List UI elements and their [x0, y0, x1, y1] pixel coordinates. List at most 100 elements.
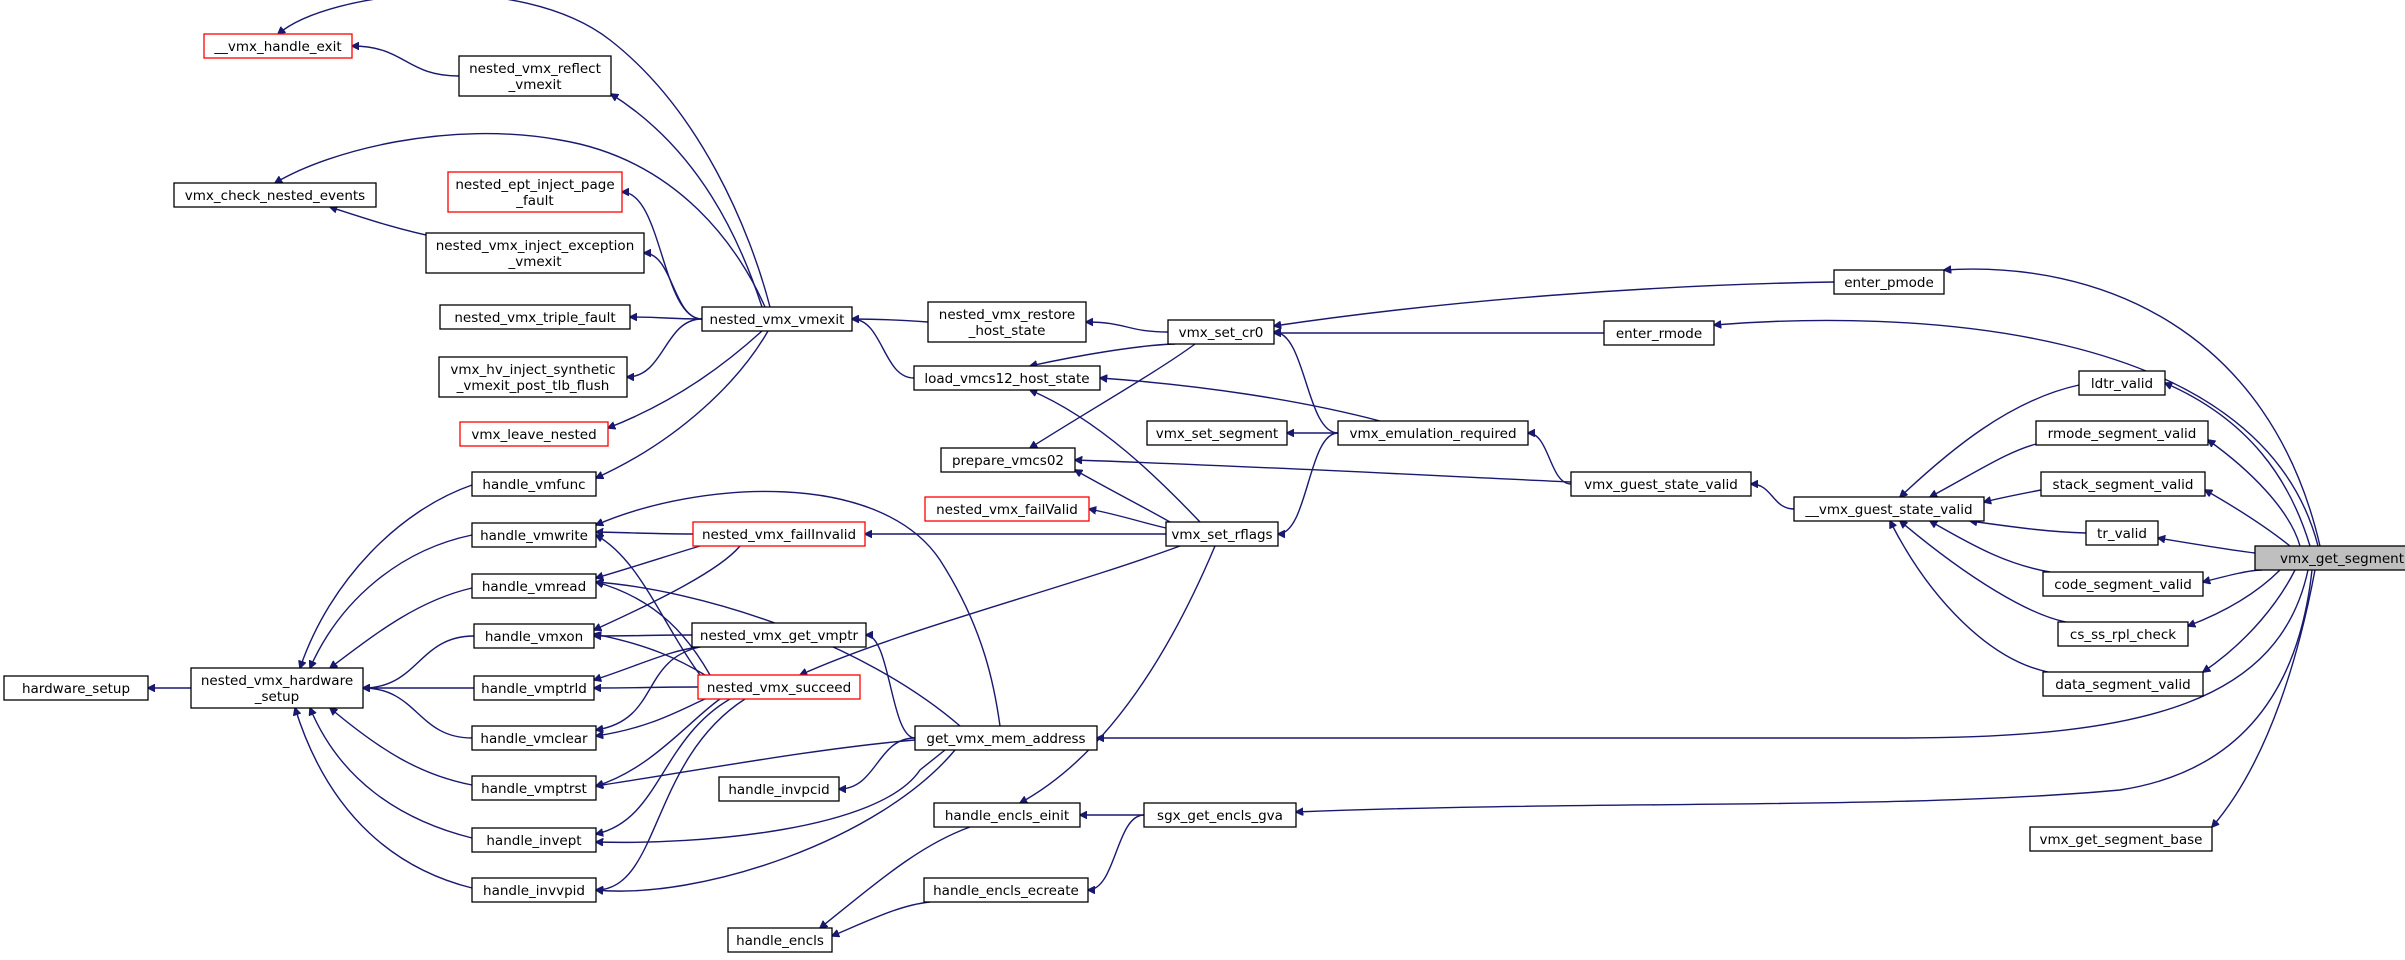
- node-handle-encls[interactable]: handle_encls: [727, 927, 833, 953]
- edge-vmx_check_nested_events-to-nested_vmx_inject_exception_vmexit: [330, 207, 441, 239]
- node-data-segment-valid[interactable]: data_segment_valid: [2042, 671, 2204, 697]
- node-stack-segment-valid[interactable]: stack_segment_valid: [2040, 471, 2206, 497]
- node-handle-vmxon[interactable]: handle_vmxon: [473, 623, 595, 649]
- node-box: [1146, 420, 1288, 446]
- edge-handle_vmwrite-to-nested_vmx_failInvalid: [596, 532, 694, 534]
- node-handle-vmptrld[interactable]: handle_vmptrld: [473, 675, 595, 701]
- node-nested-vmx-failValid[interactable]: nested_vmx_failValid: [924, 496, 1090, 522]
- node-nested-vmx-triple-fault[interactable]: nested_vmx_triple_fault: [439, 304, 631, 330]
- node-label: vmx_set_cr0: [1179, 325, 1264, 341]
- node-handle-vmread[interactable]: handle_vmread: [471, 573, 597, 599]
- node-box: [1603, 320, 1715, 346]
- edge-nested_vmx_succeed-to-vmx_set_rflags: [800, 545, 1181, 675]
- edge-__vmx_guest_state_valid-to-code_segment_valid: [1930, 521, 2051, 573]
- edge-code_segment_valid-to-vmx_get_segment: [2203, 569, 2263, 582]
- node-label: _vmexit: [508, 77, 562, 93]
- edge-handle_encls-to-handle_encls_einit: [820, 826, 971, 928]
- node-label: handle_vmptrld: [481, 681, 587, 697]
- node-nested-vmx-failInvalid[interactable]: nested_vmx_failInvalid: [692, 521, 866, 547]
- edge-nested_vmx_hardware_setup-to-handle_vmfunc: [300, 484, 473, 668]
- node-vmx-emulation-required[interactable]: vmx_emulation_required: [1337, 420, 1529, 446]
- node-label: vmx_hv_inject_synthetic: [450, 362, 615, 378]
- node-label: vmx_get_segment_base: [2040, 832, 2203, 848]
- node-vmx-set-cr0[interactable]: vmx_set_cr0: [1167, 319, 1275, 345]
- node-vmx-guest-state-valid[interactable]: vmx_guest_state_valid: [1570, 471, 1752, 497]
- node-box: [692, 521, 866, 547]
- node-handle-invpcid[interactable]: handle_invpcid: [718, 776, 840, 802]
- node-sgx-get-encls-gva[interactable]: sgx_get_encls_gva: [1143, 802, 1297, 828]
- node-vmx-guest-state-valid[interactable]: __vmx_guest_state_valid: [1793, 496, 1985, 522]
- node-box: [1833, 269, 1945, 295]
- node-rmode-segment-valid[interactable]: rmode_segment_valid: [2035, 420, 2209, 446]
- node-enter-pmode[interactable]: enter_pmode: [1833, 269, 1945, 295]
- node-label: nested_vmx_failValid: [936, 502, 1078, 518]
- edge-vmx_guest_state_valid-to-__vmx_guest_state_valid: [1751, 484, 1795, 510]
- node-nested-vmx-reflect-vmexit[interactable]: nested_vmx_reflect_vmexit: [458, 55, 612, 97]
- node-handle-vmptrst[interactable]: handle_vmptrst: [471, 775, 597, 801]
- edge-nested_vmx_restore_host_state-to-vmx_set_cr0: [1086, 322, 1169, 333]
- node-handle-invvpid[interactable]: handle_invvpid: [471, 877, 597, 903]
- node-load-vmcs12-host-state[interactable]: load_vmcs12_host_state: [913, 365, 1101, 391]
- edge-handle_vmwrite-to-get_vmx_mem_address: [596, 490, 1001, 727]
- node-code-segment-valid[interactable]: code_segment_valid: [2042, 571, 2204, 597]
- node-vmx-hv-inject-synthetic-vmexit-post-tlb-flush[interactable]: vmx_hv_inject_synthetic_vmexit_post_tlb_…: [438, 356, 628, 398]
- node-handle-encls-ecreate[interactable]: handle_encls_ecreate: [923, 877, 1089, 903]
- edge-enter_pmode-to-vmx_get_segment: [1944, 269, 2321, 547]
- node-handle-invept[interactable]: handle_invept: [471, 827, 597, 853]
- node-nested-ept-inject-page-fault[interactable]: nested_ept_inject_page_fault: [447, 171, 623, 213]
- node-label: data_segment_valid: [2055, 677, 2190, 693]
- edge-sgx_get_encls_gva-to-vmx_get_segment: [1296, 569, 2313, 812]
- node-vmx-get-segment[interactable]: vmx_get_segment: [2254, 545, 2405, 571]
- node-box: [2040, 471, 2206, 497]
- node-label: _setup: [254, 689, 300, 705]
- node-get-vmx-mem-address[interactable]: get_vmx_mem_address: [914, 725, 1098, 751]
- node-box: [2085, 520, 2159, 546]
- node-enter-rmode[interactable]: enter_rmode: [1603, 320, 1715, 346]
- edge-data_segment_valid-to-vmx_get_segment: [2203, 569, 2296, 672]
- node-label: nested_ept_inject_page: [455, 177, 614, 193]
- node-box: [471, 522, 597, 548]
- edge-handle_invept-to-nested_vmx_succeed: [596, 698, 731, 834]
- node-handle-vmclear[interactable]: handle_vmclear: [471, 725, 597, 751]
- node-vmx-get-segment-base[interactable]: vmx_get_segment_base: [2029, 826, 2213, 852]
- node-prepare-vmcs02[interactable]: prepare_vmcs02: [940, 447, 1076, 473]
- node-label: sgx_get_encls_gva: [1157, 808, 1283, 824]
- node-tr-valid[interactable]: tr_valid: [2085, 520, 2159, 546]
- node-handle-vmwrite[interactable]: handle_vmwrite: [471, 522, 597, 548]
- node-box: [1167, 319, 1275, 345]
- edge-ldtr_valid-to-vmx_get_segment: [2165, 383, 2311, 547]
- node-nested-vmx-hardware-setup[interactable]: nested_vmx_hardware_setup: [190, 667, 364, 709]
- node-nested-vmx-restore-host-state[interactable]: nested_vmx_restore_host_state: [927, 301, 1087, 343]
- node-label: nested_vmx_vmexit: [710, 312, 845, 328]
- node-label: enter_rmode: [1616, 326, 1702, 342]
- node-vmx-check-nested-events[interactable]: vmx_check_nested_events: [173, 182, 377, 208]
- node-nested-vmx-succeed[interactable]: nested_vmx_succeed: [697, 674, 861, 700]
- edge-handle_vmread-to-nested_vmx_succeed: [596, 582, 711, 676]
- node-nested-vmx-get-vmptr[interactable]: nested_vmx_get_vmptr: [691, 622, 867, 648]
- edge-nested_vmx_triple_fault-to-nested_vmx_vmexit: [630, 317, 703, 319]
- node-box: [471, 775, 597, 801]
- node-box: [727, 927, 833, 953]
- node-vmx-set-rflags[interactable]: vmx_set_rflags: [1165, 521, 1279, 547]
- node-handle-encls-einit[interactable]: handle_encls_einit: [933, 802, 1081, 828]
- edge-__vmx_handle_exit-to-nested_vmx_vmexit: [278, 0, 771, 308]
- node-label: nested_vmx_get_vmptr: [700, 628, 859, 644]
- node-ldtr-valid[interactable]: ldtr_valid: [2078, 370, 2166, 396]
- edge-handle_vmread-to-nested_vmx_failInvalid: [596, 545, 701, 578]
- node-vmx-handle-exit[interactable]: __vmx_handle_exit: [203, 33, 353, 59]
- edge-handle_vmclear-to-nested_vmx_get_vmptr: [596, 646, 701, 730]
- node-cs-ss-rpl-check[interactable]: cs_ss_rpl_check: [2057, 621, 2189, 647]
- node-vmx-leave-nested[interactable]: vmx_leave_nested: [459, 421, 609, 447]
- node-nested-vmx-vmexit[interactable]: nested_vmx_vmexit: [701, 306, 853, 332]
- node-nested-vmx-inject-exception-vmexit[interactable]: nested_vmx_inject_exception_vmexit: [425, 232, 645, 274]
- node-vmx-set-segment[interactable]: vmx_set_segment: [1146, 420, 1288, 446]
- node-handle-vmfunc[interactable]: handle_vmfunc: [471, 471, 597, 497]
- node-label: vmx_leave_nested: [471, 427, 596, 443]
- node-label: nested_vmx_inject_exception: [436, 238, 635, 254]
- edge-rmode_segment_valid-to-vmx_get_segment: [2208, 440, 2301, 547]
- node-box: [173, 182, 377, 208]
- node-hardware-setup[interactable]: hardware_setup: [3, 675, 149, 701]
- node-box: [1570, 471, 1752, 497]
- edge-prepare_vmcs02-to-vmx_guest_state_valid: [1075, 460, 1572, 483]
